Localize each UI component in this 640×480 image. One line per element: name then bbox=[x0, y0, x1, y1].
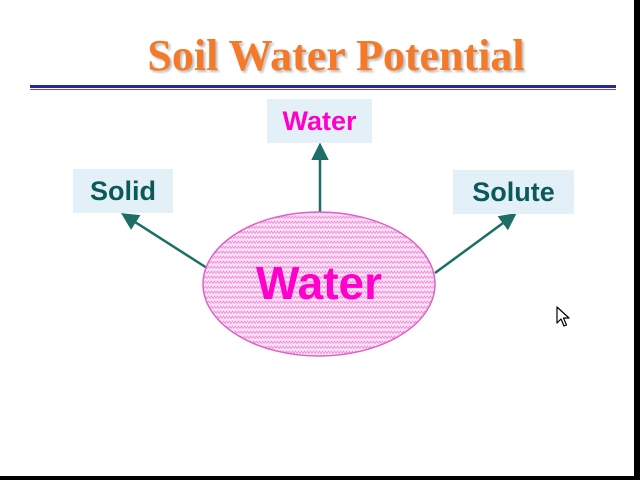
slide-title: Soil Water Potential bbox=[147, 31, 525, 80]
label-box-water: Water bbox=[267, 99, 372, 143]
title-underline-red bbox=[30, 89, 616, 90]
center-label-water: Water bbox=[255, 257, 383, 309]
label-water-top: Water bbox=[282, 106, 357, 136]
label-box-solid: Solid bbox=[73, 169, 173, 213]
label-solid: Solid bbox=[90, 176, 156, 206]
water-ellipse bbox=[202, 211, 436, 357]
mouse-pointer-icon bbox=[556, 306, 570, 327]
label-solute: Solute bbox=[472, 177, 555, 207]
arrow-left bbox=[121, 213, 208, 270]
label-box-solute: Solute bbox=[453, 170, 574, 214]
arrow-right bbox=[434, 212, 517, 275]
title-underline-blue bbox=[30, 85, 616, 88]
